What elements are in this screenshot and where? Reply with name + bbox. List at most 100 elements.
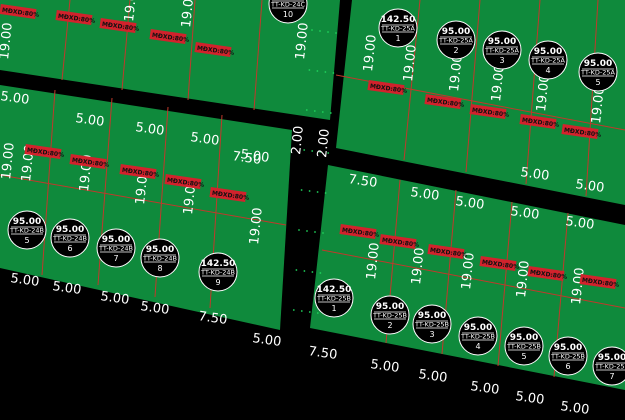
road-dot: [324, 71, 327, 73]
road-dot: [305, 109, 308, 111]
lot-code: TT-KD-25B: [316, 295, 351, 303]
lot-depth-label: 19.00: [122, 0, 141, 22]
road-dot: [319, 272, 322, 274]
lot-area: 142.50: [317, 285, 352, 295]
lot-code: TT-KD-25A: [530, 57, 565, 65]
density-tag-box: [367, 80, 405, 95]
lot-area: 95.00: [554, 343, 582, 353]
lot-area: 95.00: [56, 225, 84, 235]
lot-markers: 95.00TT-KD-24B595.00TT-KD-24B695.00TT-KD…: [7, 0, 625, 386]
lot-width-label: 5.00: [454, 194, 485, 213]
frontage-label: 5.00: [559, 399, 590, 418]
lot-width-label: 5.00: [134, 120, 165, 139]
road-dot: [316, 191, 319, 193]
frontage-label: 5.00: [469, 379, 500, 398]
lot-depth-label: 19.00: [401, 44, 420, 83]
lot-marker-circle: [548, 336, 588, 376]
road-dot: [319, 30, 321, 32]
lot-area: 95.00: [534, 47, 562, 57]
lot-number: 8: [157, 264, 162, 273]
lot-code: TT-KD-24B: [9, 227, 44, 235]
lot-area: 95.00: [146, 245, 174, 255]
road-dot: [311, 29, 313, 31]
lot-marker-circle: [7, 210, 47, 250]
lot-depth-label: 19.00: [293, 22, 312, 61]
lot-line: [253, 0, 263, 111]
density-tag-box: [194, 42, 232, 57]
road-dot: [313, 110, 316, 112]
road-dot: [319, 151, 322, 153]
road-dot: [311, 150, 314, 152]
lot-number: 1: [395, 34, 400, 43]
lot-depth-label: 19.00: [247, 207, 266, 246]
lot-marker-circle: [592, 346, 625, 386]
lot-line: [321, 249, 625, 309]
road-dot: [327, 152, 330, 154]
lot-number: 4: [475, 342, 480, 351]
lot-width-label: 7.50: [347, 172, 378, 191]
lot-marker-circle: [198, 252, 238, 292]
frontage-label: 5.00: [369, 357, 400, 376]
lot-code: TT-KD-25A: [380, 25, 415, 33]
road-dot: [327, 31, 329, 33]
density-tag-box: [24, 144, 62, 159]
lot-depth-label: 19.00: [534, 74, 553, 113]
lot-number: 5: [521, 352, 526, 361]
density-tag-box: [469, 104, 507, 119]
road-dot: [308, 311, 311, 313]
density-tag-box: [209, 187, 247, 202]
lot-marker-circle: [268, 0, 308, 24]
lot-width-label: 5.00: [74, 111, 105, 130]
road-dot: [329, 112, 332, 114]
lot-code: TT-KD-24B: [52, 235, 87, 243]
density-tag: MĐXD:80%: [69, 154, 109, 169]
lot-marker-circle: [482, 30, 522, 70]
road-dot: [308, 69, 311, 71]
lot-width-label: 5.00: [564, 214, 595, 233]
density-tag: MĐXD:80%: [0, 4, 39, 19]
density-tag-box: [561, 124, 599, 139]
lot-area: 95.00: [13, 217, 41, 227]
road-dot: [321, 111, 324, 113]
density-tag-box: [99, 18, 137, 33]
lot-line: [525, 0, 541, 185]
road-dot: [332, 72, 335, 74]
density-tag-box: [427, 244, 465, 259]
road-dot: [295, 269, 298, 271]
road-dot: [308, 190, 311, 192]
lot-depth-label: 19.00: [489, 64, 508, 103]
lot-marker-circle: [370, 295, 410, 335]
density-tag-box: [579, 274, 617, 289]
lot-area: 95.00: [488, 37, 516, 47]
road-dot: [322, 232, 324, 234]
lot-area: 95.00: [464, 323, 492, 333]
road-dot: [303, 149, 306, 151]
road-width-left: 2.00: [289, 125, 307, 155]
density-tag-box: [164, 174, 202, 189]
density-tag-box: [0, 4, 37, 19]
lot-area: 95.00: [598, 353, 625, 363]
lot-code: TT-KD-25A: [484, 47, 519, 55]
lot-marker-circle: [458, 316, 498, 356]
lot-marker-circle: [528, 40, 568, 80]
density-tag: MĐXD:80%: [424, 94, 464, 109]
lot-number: 5: [24, 236, 29, 245]
density-tag-box: [479, 256, 517, 271]
lot-code: TT-KD-25A: [580, 69, 615, 77]
lot-number: 9: [215, 278, 220, 287]
road-dot: [303, 270, 306, 272]
lot-number: 3: [429, 330, 434, 339]
lot-number: 10: [283, 10, 293, 19]
lot-marker-circle: [140, 238, 180, 278]
lot-depth-label: 19.00: [179, 0, 198, 28]
edge-label: 5.00: [0, 89, 30, 108]
road-dot: [314, 231, 316, 233]
lot-depth-label: 19.00: [364, 242, 383, 281]
